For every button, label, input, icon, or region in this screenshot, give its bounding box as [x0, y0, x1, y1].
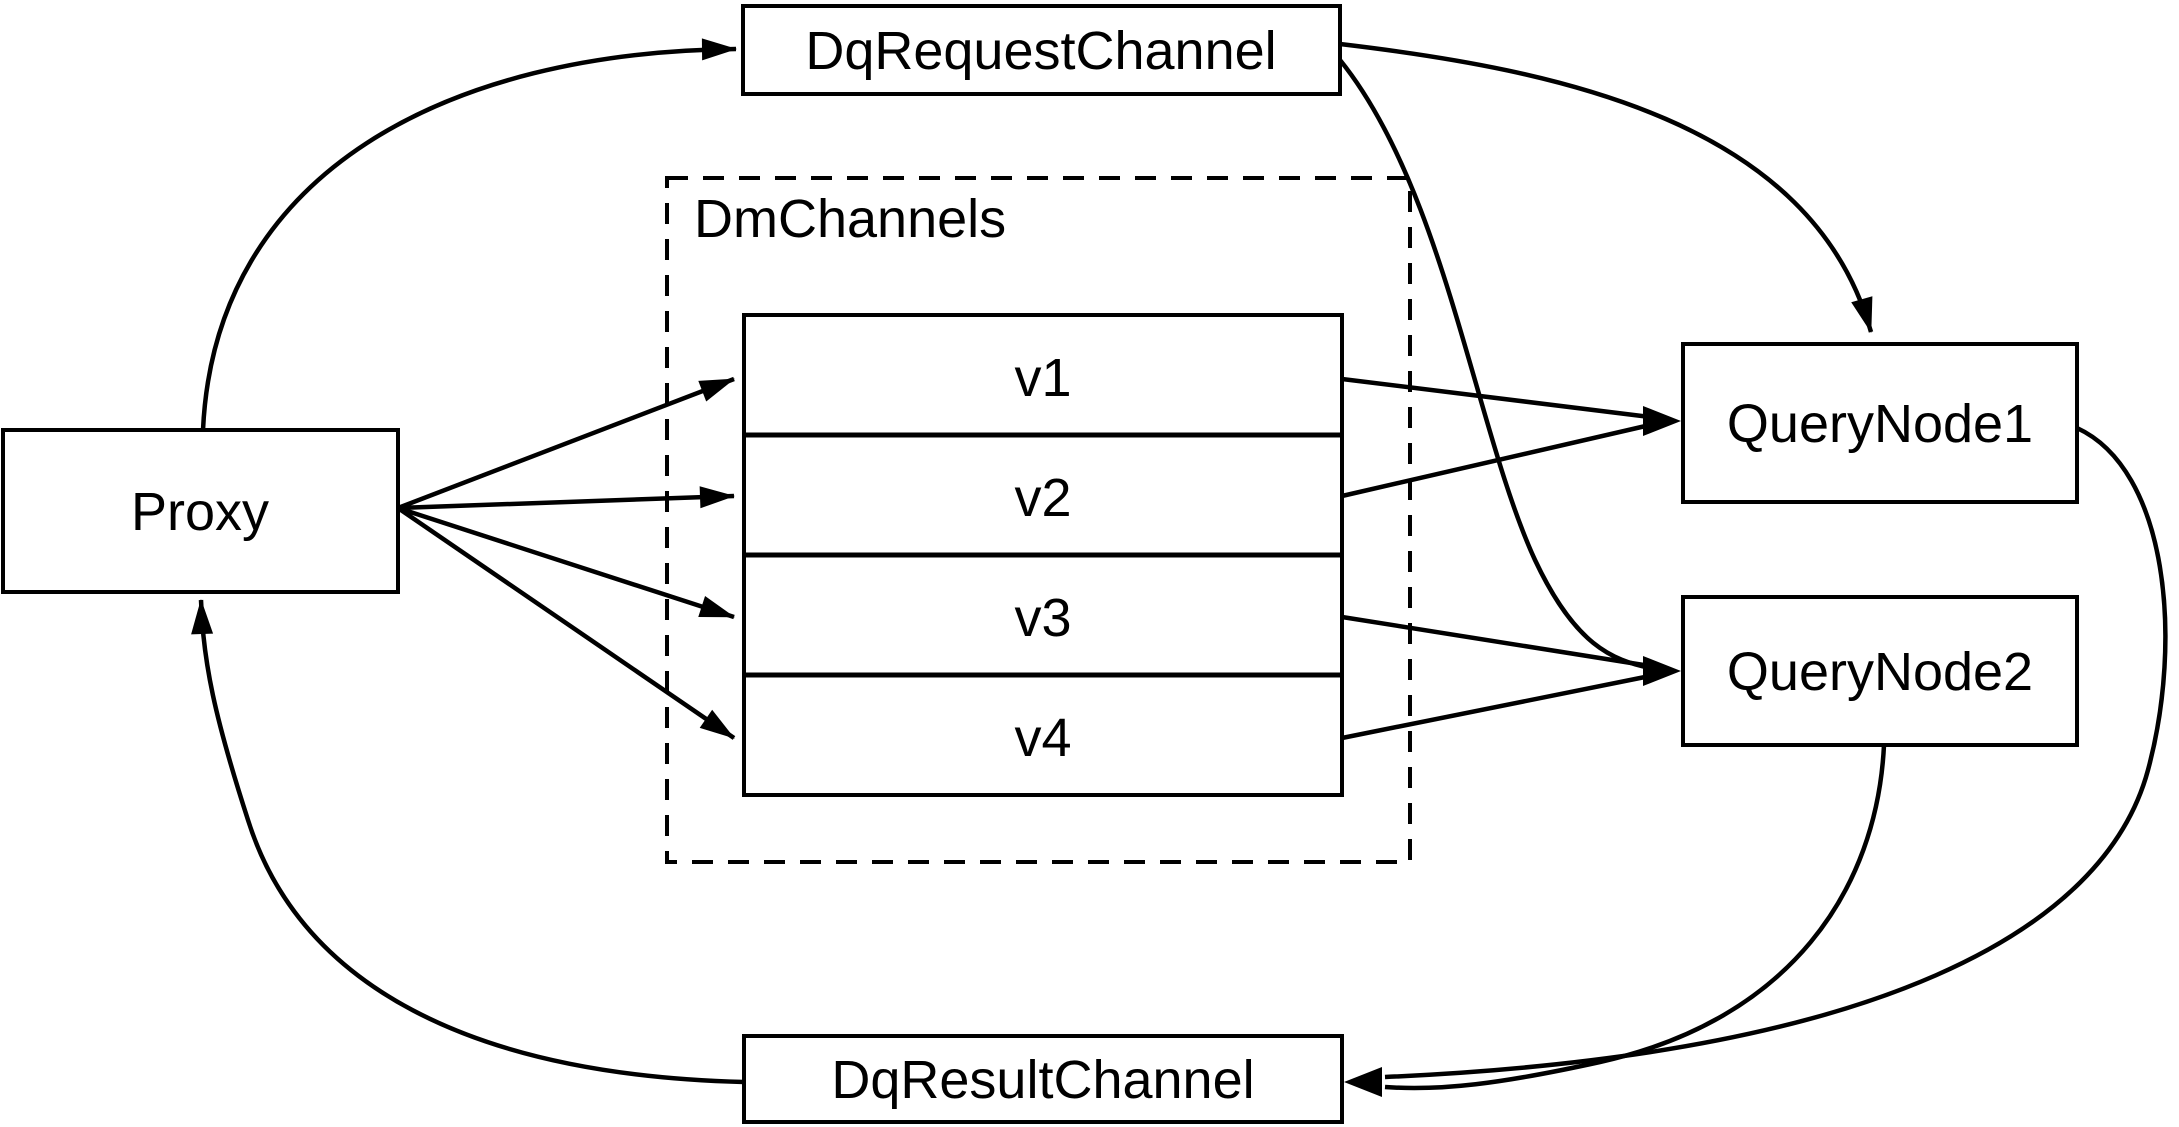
arrowhead-into-dqresultchannel-icon	[1344, 1067, 1382, 1097]
arrow-proxy-to-v2	[397, 486, 735, 511]
dqrequestchannel-box	[741, 4, 1342, 96]
node-querynode2: QueryNode2	[1681, 595, 2079, 747]
node-querynode1: QueryNode1	[1681, 342, 2079, 504]
querynode1-box	[1681, 342, 2079, 504]
arrow-proxy-to-v1	[397, 376, 735, 511]
node-dqresultchannel: DqResultChannel	[742, 1034, 1344, 1124]
node-channel-stack: v1 v2 v3 v4	[742, 313, 1344, 797]
arrow-proxy-to-v3	[397, 505, 735, 620]
line-v2-to-querynode1	[1341, 422, 1651, 499]
group-dmchannels: DmChannels	[665, 176, 1412, 864]
arrow-querynode2-to-dqresultchannel	[1384, 744, 1887, 1091]
line-v1-to-querynode1	[1341, 376, 1651, 420]
dmchannels-group-border	[665, 176, 1412, 864]
arrow-proxy-to-v4	[396, 506, 736, 740]
node-dqrequestchannel: DqRequestChannel	[741, 4, 1342, 96]
arrowhead-into-querynode2-icon	[1643, 656, 1681, 686]
line-v4-to-querynode2	[1341, 673, 1651, 741]
dqresultchannel-box	[742, 1034, 1344, 1124]
proxy-box	[1, 428, 400, 594]
dmchannels-group-label: DmChannels	[694, 189, 1006, 249]
proxy-label: Proxy	[131, 482, 269, 542]
channel-row-label-v1: v1	[1014, 348, 1071, 408]
dqresultchannel-label: DqResultChannel	[831, 1050, 1254, 1110]
querynode2-box	[1681, 595, 2079, 747]
querynode2-label: QueryNode2	[1727, 642, 2033, 702]
arrow-querynode1-to-dqresultchannel	[1384, 425, 2168, 1080]
arrow-proxy-to-dqrequestchannel	[200, 38, 737, 431]
arrow-dqrequestchannel-to-querynode2	[1338, 58, 1651, 671]
line-v3-to-querynode2	[1341, 614, 1651, 669]
channel-row-label-v2: v2	[1014, 468, 1071, 528]
channel-row-label-v3: v3	[1014, 588, 1071, 648]
node-proxy: Proxy	[1, 428, 400, 594]
dqrequestchannel-label: DqRequestChannel	[805, 21, 1276, 81]
querynode1-label: QueryNode1	[1727, 394, 2033, 454]
arrow-dqresultchannel-to-proxy	[191, 599, 745, 1085]
arrowhead-into-querynode1-icon	[1643, 406, 1681, 436]
arrow-dqrequestchannel-to-querynode1	[1339, 41, 1874, 333]
channel-row-label-v4: v4	[1014, 708, 1071, 768]
